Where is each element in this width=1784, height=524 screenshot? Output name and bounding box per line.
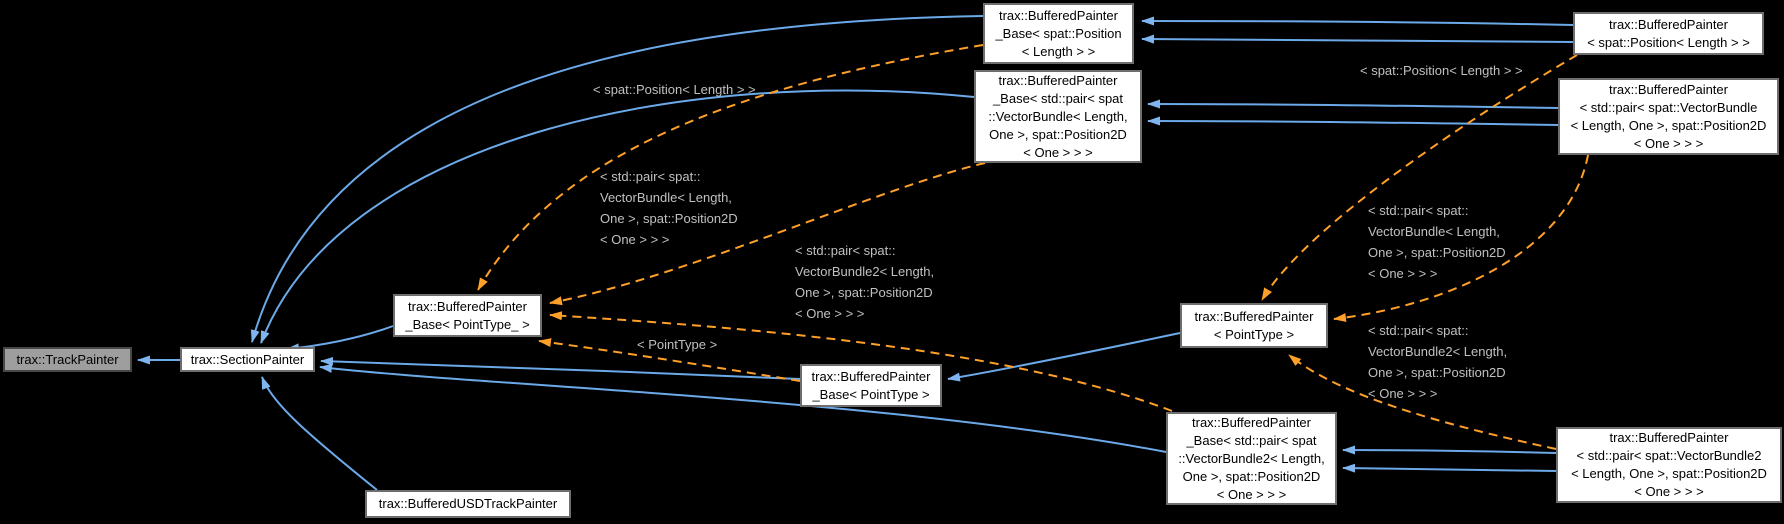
node-bufferedpainter-base-vectorbundle2[interactable]: trax::BufferedPainter _Base< std::pair< … [1166,412,1337,505]
edge-basepointtype_-to-sectionpainter [286,325,394,353]
node-bufferedpainter-base-pointtype[interactable]: trax::BufferedPainter _Base< PointType > [800,364,942,407]
edge-paintervectorbundle-to-basevectorbundle-2 [1147,116,1559,126]
edge-basevectorbundle-to-basepointtype_ [549,162,986,306]
node-bufferedusdtrackpainter[interactable]: trax::BufferedUSDTrackPainter [365,490,571,518]
edge-basepointtype-to-sectionpainter [320,356,801,380]
node-bufferedpainter-vectorbundle2[interactable]: trax::BufferedPainter < std::pair< spat:… [1556,427,1782,503]
edge-usdtrackpainter-to-sectionpainter [261,376,378,491]
node-bufferedpainter-base-vectorbundle[interactable]: trax::BufferedPainter _Base< std::pair< … [974,70,1142,163]
edge-basevectorbundle-to-sectionpainter [260,89,975,344]
node-bufferedpainter-position[interactable]: trax::BufferedPainter < spat::Position< … [1573,12,1764,55]
edge-basevectorbundle2-to-sectionpainter [319,363,1167,453]
edge-paintervectorbundle2-to-painterpointtype [1288,354,1557,450]
node-sectionpainter[interactable]: trax::SectionPainter [180,347,315,372]
edge-paintervectorbundle-to-painterpointtype [1333,154,1589,323]
node-bufferedpainter-base-position[interactable]: trax::BufferedPainter _Base< spat::Posit… [983,3,1134,64]
edge-painterposition-to-baseposition-1 [1141,16,1574,26]
node-bufferedpainter-vectorbundle[interactable]: trax::BufferedPainter < std::pair< spat:… [1558,78,1779,155]
edge-paintervectorbundle2-to-basevectorbundle2-1 [1342,445,1557,455]
edge-paintervectorbundle-to-basevectorbundle-1 [1147,99,1559,109]
edge-paintervectorbundle2-to-basevectorbundle2-2 [1342,463,1557,473]
edge-baseposition-to-sectionpainter [250,15,984,343]
node-trackpainter: trax::TrackPainter [3,347,132,372]
edge-painterposition-to-baseposition-2 [1141,34,1574,44]
edge-baseposition-to-basepointtype_ [477,44,984,291]
node-bufferedpainter-pointtype[interactable]: trax::BufferedPainter < PointType > [1180,303,1328,348]
edge-painterposition-to-painterpointtype [1261,54,1578,301]
node-bufferedpainter-base-pointtype_[interactable]: trax::BufferedPainter _Base< PointType_ … [393,294,542,337]
edge-painterpointtype-to-basepointtype [947,332,1181,382]
edge-basepointtype-to-basepointtype_ [538,338,801,382]
edge-basevectorbundle2-to-basepointtype_ [549,311,1173,412]
